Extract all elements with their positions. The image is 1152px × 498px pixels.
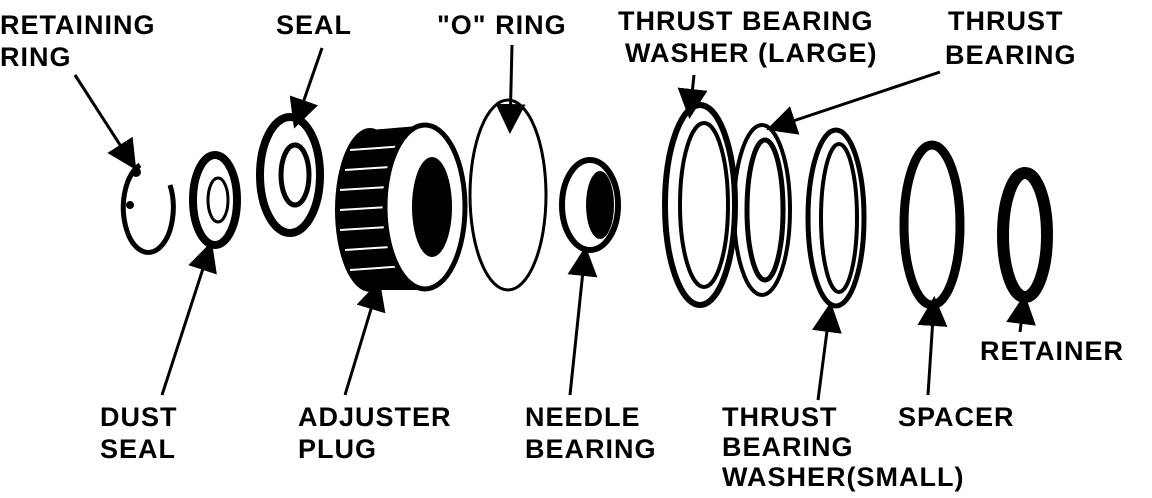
retaining-ring-part: [120, 162, 176, 255]
label-thrust-bearing-2: BEARING: [945, 40, 1077, 70]
o-ring-part: [468, 98, 548, 292]
label-dust-seal-1: DUST: [100, 402, 178, 432]
label-thrust-washer-large-1: THRUST BEARING: [618, 6, 874, 36]
label-thrust-washer-small-2: BEARING: [722, 432, 854, 462]
label-needle-bearing-1: NEEDLE: [525, 402, 641, 432]
label-dust-seal-2: SEAL: [100, 434, 176, 464]
label-spacer: SPACER: [898, 402, 1015, 432]
thrust-bearing-washer-large-part: [662, 102, 738, 308]
spacer-part: [899, 140, 965, 310]
needle-bearing-part: [559, 157, 621, 253]
label-thrust-washer-small-1: THRUST: [722, 402, 838, 432]
adjuster-plug-part: [335, 122, 468, 292]
thrust-bearing-part: [732, 123, 792, 297]
label-thrust-washer-small-3: WASHER(SMALL): [722, 462, 964, 492]
label-retaining-ring-1: RETAINING: [0, 10, 156, 40]
label-adjuster-plug-2: PLUG: [298, 434, 377, 464]
label-seal: SEAL: [276, 10, 352, 40]
label-retainer: RETAINER: [980, 336, 1124, 366]
label-o-ring: "O" RING: [437, 10, 567, 40]
label-retaining-ring-2: RING: [0, 42, 72, 72]
label-thrust-washer-large-2: WASHER (LARGE): [625, 38, 878, 68]
seal-part: [256, 113, 324, 237]
label-thrust-bearing-1: THRUST: [948, 6, 1064, 36]
retainer-part: [997, 167, 1053, 303]
label-adjuster-plug-1: ADJUSTER: [298, 402, 452, 432]
dust-seal-part: [189, 151, 241, 249]
thrust-bearing-washer-small-part: [805, 127, 867, 309]
leader-arrows: [73, 44, 1036, 401]
label-needle-bearing-2: BEARING: [525, 434, 657, 464]
